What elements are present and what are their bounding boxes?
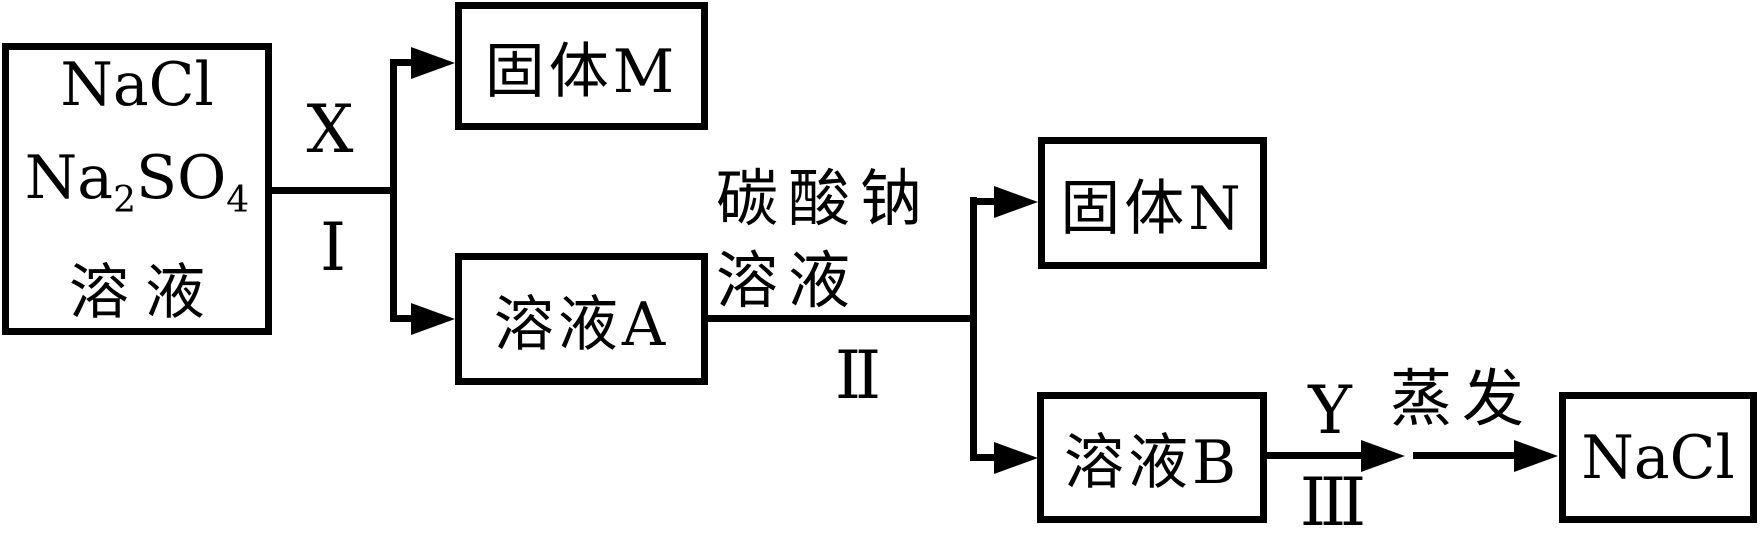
edge-label-sodium-carbonate: 碳酸钠 (716, 162, 933, 235)
node-source-solution: NaCl Na2SO4 溶液 (2, 43, 272, 335)
flow-line-solution-a-out (705, 315, 977, 322)
arrowhead-solution-b (994, 442, 1038, 474)
flow-line-evaporate (1413, 452, 1517, 459)
flow-line-to-solid-m (390, 59, 418, 66)
edge-label-step-3: III (1299, 464, 1366, 537)
node-solution-a: 溶液A (455, 253, 708, 385)
formula-base1: Na (24, 142, 114, 213)
flow-line-to-solution-a (390, 315, 418, 322)
flow-line-source-out (270, 187, 397, 194)
edge-label-x: X (306, 91, 354, 168)
formula-base2: SO (135, 142, 227, 213)
source-line-solution: 溶液 (69, 257, 221, 328)
flow-branch-2 (970, 197, 977, 460)
edge-label-step-2: II (834, 337, 881, 414)
flow-branch-1 (390, 59, 397, 322)
formula-sub2: 4 (226, 179, 250, 221)
edge-label-sodium-carbonate-solution: 溶液 (716, 244, 861, 317)
solid-m-label: 固体M (484, 36, 679, 107)
arrowhead-solid-m (411, 47, 455, 79)
solution-b-label: 溶液B (1063, 428, 1241, 498)
arrowhead-solid-n (994, 186, 1038, 218)
edge-label-y: Y (1308, 372, 1352, 449)
node-nacl-product: NaCl (1559, 392, 1757, 523)
solid-n-label: 固体N (1060, 173, 1245, 244)
node-solution-b: 溶液B (1037, 392, 1267, 523)
nacl-product-label: NaCl (1581, 422, 1735, 493)
node-solid-m: 固体M (455, 2, 708, 130)
arrowhead-evaporate (1514, 440, 1558, 472)
source-line-nacl: NaCl (60, 49, 214, 120)
solution-a-label: 溶液A (493, 289, 670, 360)
edge-label-step-1: I (319, 209, 346, 286)
formula-sub1: 2 (113, 179, 136, 221)
edge-label-evaporate: 蒸发 (1390, 362, 1535, 435)
flow-line-to-solution-b (970, 454, 998, 461)
flow-line-to-solid-n (970, 198, 998, 205)
arrowhead-step-3 (1361, 440, 1405, 472)
source-line-na2so4: Na2SO4 (25, 132, 249, 247)
arrowhead-solution-a (411, 303, 455, 335)
node-solid-n: 固体N (1038, 137, 1267, 269)
flow-line-solution-b-out (1267, 452, 1367, 459)
